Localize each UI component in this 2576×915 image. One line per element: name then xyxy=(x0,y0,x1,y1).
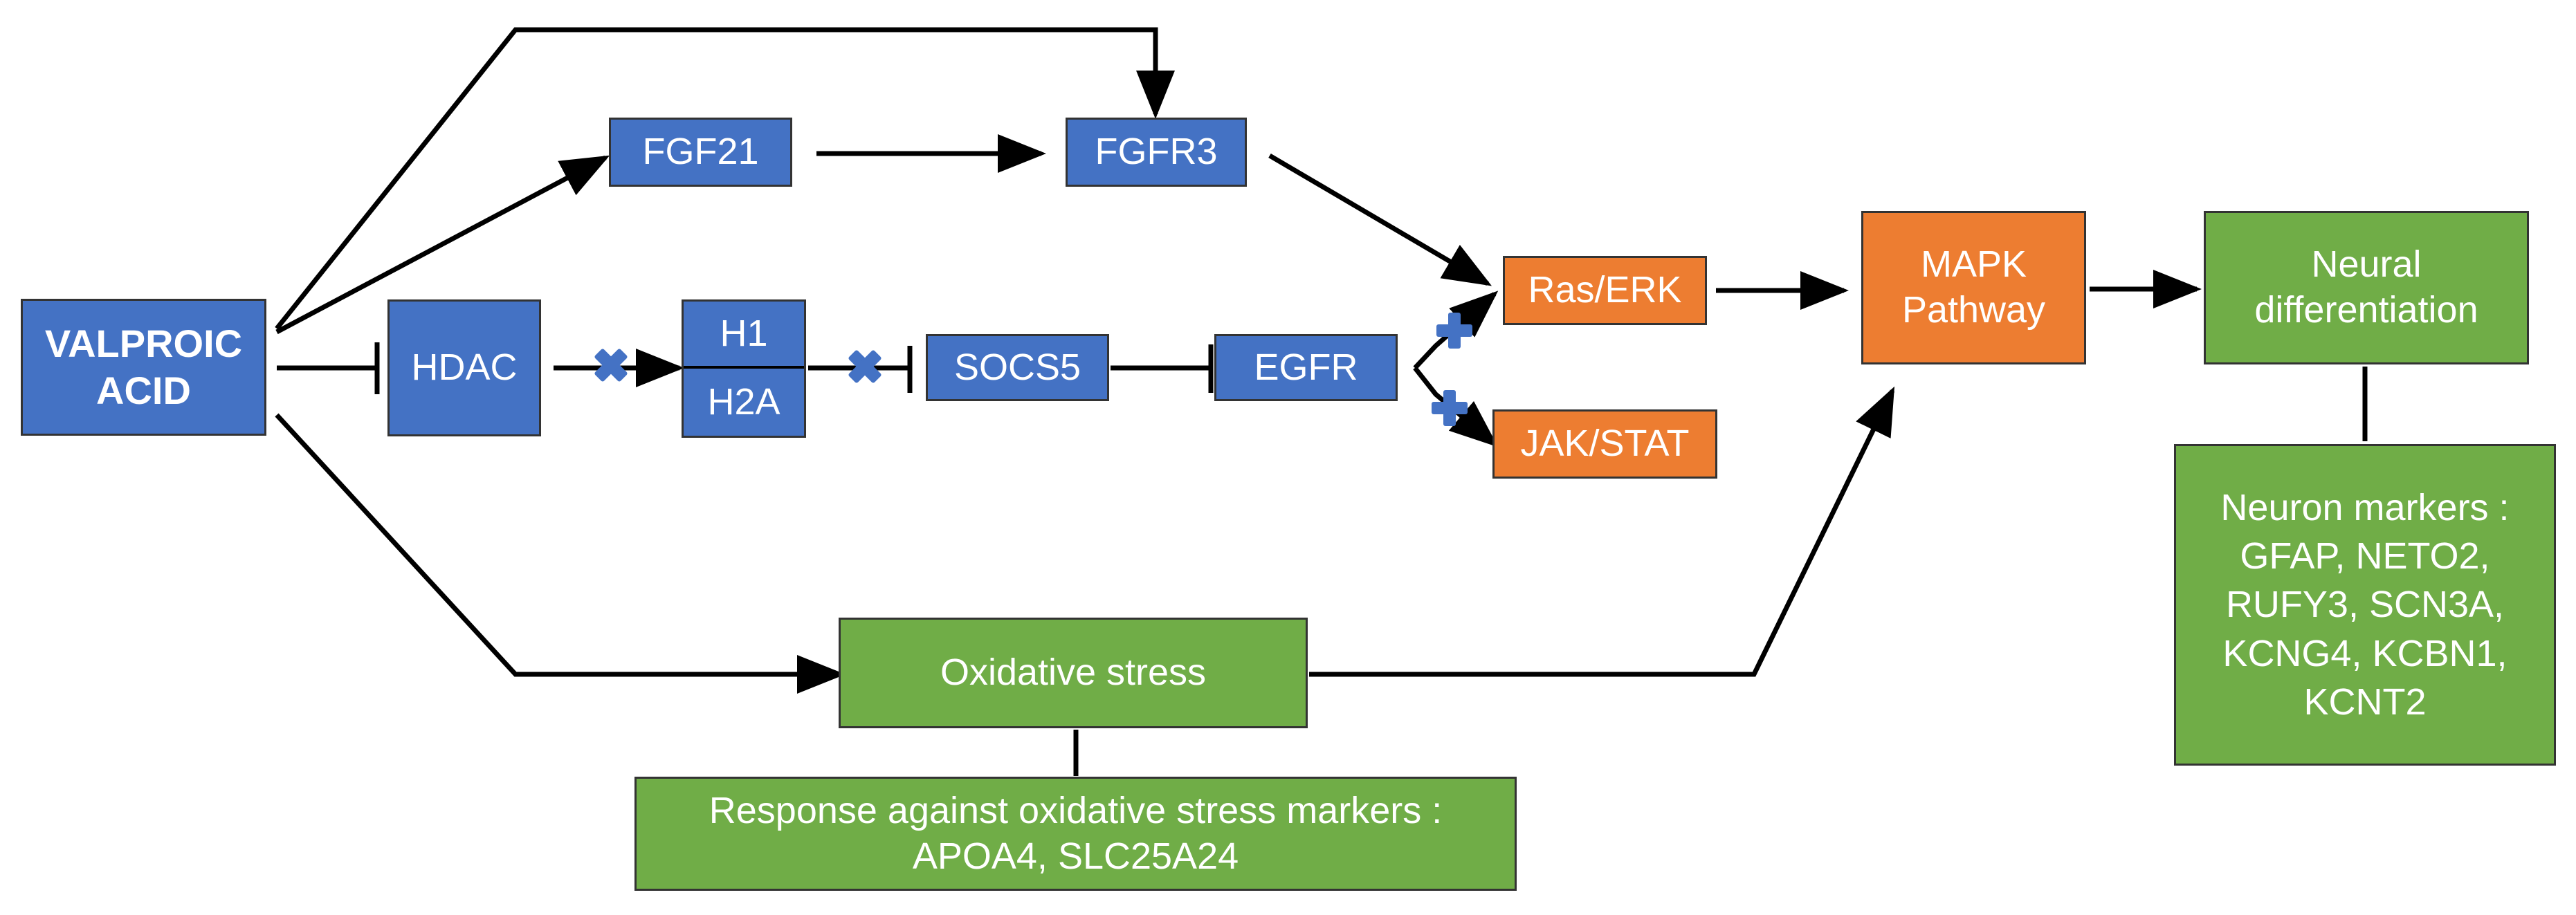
node-histones: H1 H2A xyxy=(682,299,806,438)
node-h2a: H2A xyxy=(707,380,780,423)
node-socs5: SOCS5 xyxy=(926,334,1109,401)
node-jak-stat: JAK/STAT xyxy=(1492,409,1717,479)
cross-icon xyxy=(1436,313,1472,349)
arrow-egfr-to-jakstat xyxy=(1413,366,1499,447)
cross-icon xyxy=(848,350,881,383)
node-neuron-markers: Neuron markers : GFAP, NETO2, RUFY3, SCN… xyxy=(2174,444,2556,766)
arrow-oxidative-to-mapk xyxy=(1309,386,1895,677)
cross-icon xyxy=(594,349,628,382)
node-ras-erk: Ras/ERK xyxy=(1503,256,1707,325)
node-fgfr3: FGFR3 xyxy=(1066,118,1247,187)
node-h1: H1 xyxy=(684,302,804,369)
cross-icon xyxy=(1432,390,1468,426)
node-fgf21: FGF21 xyxy=(609,118,792,187)
arrow-egfr-to-raserk xyxy=(1413,290,1499,370)
node-egfr: EGFR xyxy=(1214,334,1398,401)
node-neural-differentiation: Neural differentiation xyxy=(2204,211,2529,364)
node-oxidative-stress: Oxidative stress xyxy=(839,618,1308,728)
node-oxidative-markers: Response against oxidative stress marker… xyxy=(634,777,1517,891)
arrow-fgfr3-to-raserk xyxy=(1268,153,1492,286)
arrow-vpa-to-fgf21 xyxy=(275,155,610,335)
arrow-vpa-to-oxidative xyxy=(275,413,846,694)
node-valproic-acid: VALPROIC ACID xyxy=(21,299,266,436)
node-hdac: HDAC xyxy=(387,299,541,436)
arrow-vpa-to-fgfr3 xyxy=(275,27,1175,331)
node-mapk-pathway: MAPK Pathway xyxy=(1861,211,2086,364)
